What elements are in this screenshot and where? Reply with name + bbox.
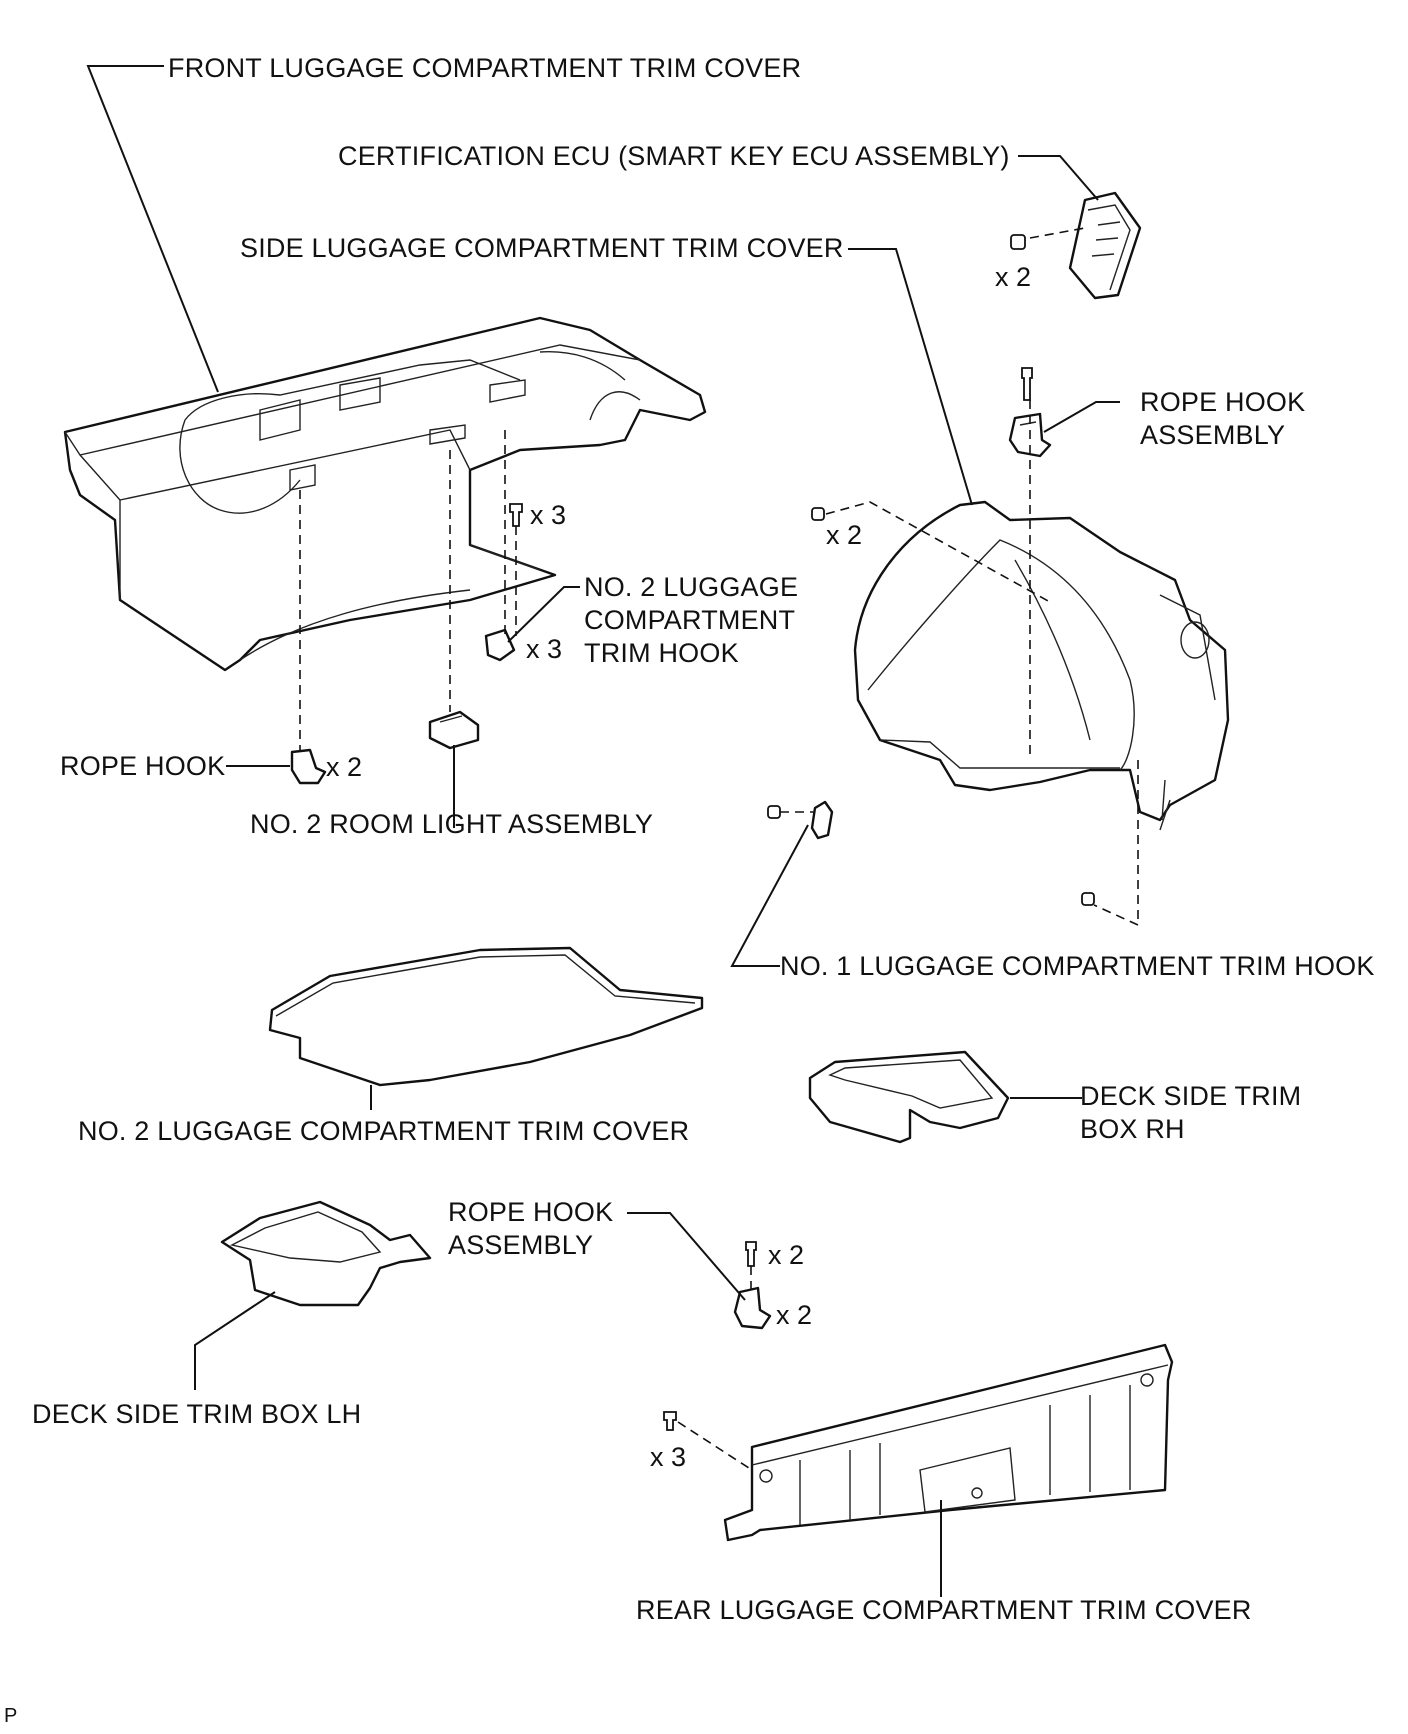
no2-room-light-part (428, 710, 480, 750)
label-front-luggage-trim-cover: FRONT LUGGAGE COMPARTMENT TRIM COVER (168, 53, 802, 83)
label-deck-side-trim-box-lh: DECK SIDE TRIM BOX LH (32, 1399, 362, 1429)
label-no2-luggage-trim-cover: NO. 2 LUGGAGE COMPARTMENT TRIM COVER (78, 1116, 690, 1146)
footer-code: P (4, 1705, 18, 1727)
certification-ecu-part (1010, 191, 1142, 300)
rear-luggage-trim-cover-part (663, 1343, 1174, 1542)
label-no1-luggage-trim-hook: NO. 1 LUGGAGE COMPARTMENT TRIM HOOK (780, 951, 1375, 981)
alignment-dashes (299, 227, 1139, 1471)
qty-rope-hook: x 2 (326, 752, 363, 782)
qty-side-clip: x 2 (826, 520, 863, 550)
rope-hook-assembly-lower-part (733, 1241, 772, 1330)
label-certification-ecu: CERTIFICATION ECU (SMART KEY ECU ASSEMBL… (338, 141, 1010, 171)
rope-hook-part (290, 748, 327, 785)
deck-side-trim-box-rh-part (808, 1050, 1010, 1144)
qty-lower-hook: x 2 (776, 1300, 813, 1330)
qty-no2-hook: x 3 (526, 634, 563, 664)
label-no2-luggage-trim-hook: NO. 2 LUGGAGE COMPARTMENT TRIM HOOK (584, 572, 799, 668)
label-side-luggage-trim-cover: SIDE LUGGAGE COMPARTMENT TRIM COVER (240, 233, 844, 263)
front-luggage-trim-cover-part (63, 316, 707, 672)
side-luggage-trim-cover-part (853, 500, 1230, 831)
no1-trim-hook-part (767, 800, 1095, 906)
label-rope-hook-assembly-lower: ROPE HOOK ASSEMBLY (448, 1197, 614, 1260)
label-deck-side-trim-box-rh: DECK SIDE TRIM BOX RH (1080, 1081, 1302, 1144)
qty-front-screw: x 3 (530, 500, 567, 530)
rope-hook-assembly-upper-part (811, 367, 1052, 521)
leader-lines (86, 65, 1120, 1597)
label-no2-room-light-assembly: NO. 2 ROOM LIGHT ASSEMBLY (250, 809, 654, 839)
qty-ecu-nut: x 2 (995, 262, 1032, 292)
qty-lower-bolt: x 2 (768, 1240, 805, 1270)
qty-rear-clip: x 3 (650, 1442, 687, 1472)
no2-luggage-trim-cover-part (268, 946, 704, 1087)
no2-trim-hook-part (484, 503, 523, 662)
label-rope-hook: ROPE HOOK (60, 751, 226, 781)
deck-side-trim-box-lh-part (220, 1200, 432, 1307)
label-rear-luggage-trim-cover: REAR LUGGAGE COMPARTMENT TRIM COVER (636, 1595, 1252, 1625)
label-rope-hook-assembly-upper: ROPE HOOK ASSEMBLY (1140, 387, 1306, 450)
